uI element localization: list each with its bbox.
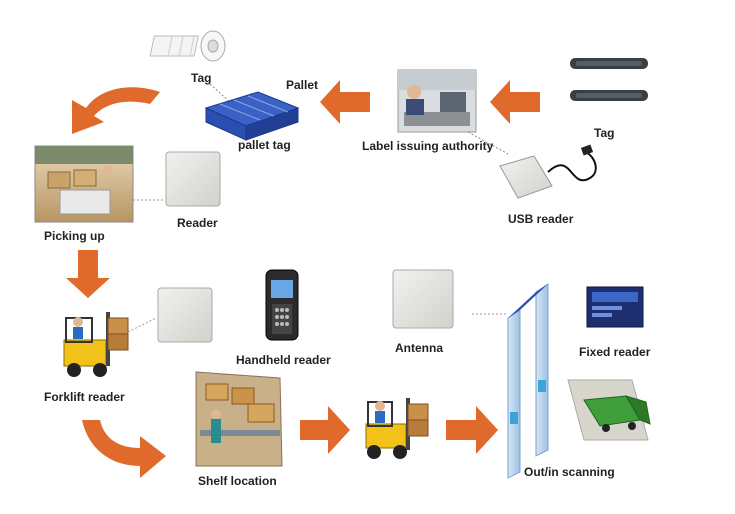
shelf-location-label: Shelf location [198, 474, 277, 488]
picking-up-photo [34, 145, 134, 223]
usb-reader-icon [499, 144, 597, 199]
forklift-left-icon [63, 312, 129, 377]
forklift-middle-icon [365, 398, 429, 459]
antenna-icon [392, 269, 454, 329]
reader-panel-2-icon [157, 287, 213, 343]
arrow-right-icon [446, 406, 498, 454]
reader-panel-icon [165, 151, 221, 207]
picking-up-label: Picking up [44, 229, 105, 243]
shelf-location-photo [195, 371, 283, 467]
label-issuing-authority-label: Label issuing authority [362, 139, 494, 153]
tag-right-label: Tag [594, 126, 615, 140]
fixed-reader-label: Fixed reader [579, 345, 651, 359]
forklift-leader-line [127, 317, 157, 333]
tag-top-label: Tag [191, 71, 212, 85]
forklift-reader-label: Forklift reader [44, 390, 125, 404]
out-in-scanning-label: Out/in scanning [524, 465, 615, 479]
pallet-label: Pallet [286, 78, 319, 92]
arrow-left-icon [490, 80, 540, 124]
curved-arrow-icon [82, 420, 166, 478]
handheld-reader-label: Handheld reader [236, 353, 331, 367]
handheld-reader-icon [265, 269, 299, 341]
rfid-tag-bar-icon [570, 58, 648, 101]
arrow-right-icon [300, 406, 350, 454]
antenna-label: Antenna [395, 341, 443, 355]
fixed-reader-icon [586, 286, 644, 328]
arrow-left-icon [320, 80, 370, 124]
pallet-tag-label: pallet tag [238, 138, 291, 152]
pallet-icon [204, 91, 300, 141]
truck-scene-photo [567, 379, 651, 441]
scanning-gate-icon [507, 283, 549, 479]
curved-arrow-icon [72, 87, 160, 134]
arrow-down-icon [66, 250, 110, 298]
usb-reader-label: USB reader [508, 212, 574, 226]
tag-roll-icon [149, 30, 226, 62]
reader-label: Reader [177, 216, 218, 230]
label-authority-photo [397, 69, 477, 133]
